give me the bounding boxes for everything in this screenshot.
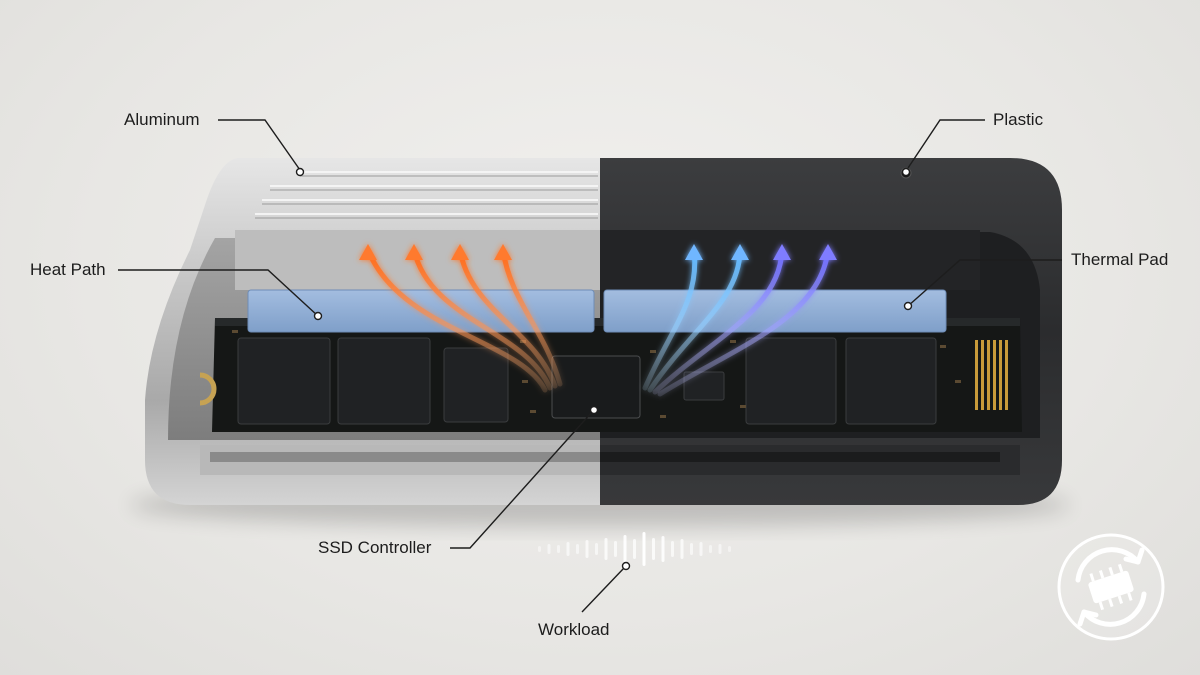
ssd-pcb xyxy=(199,318,1022,432)
heat-arrow-path xyxy=(652,247,785,395)
leader-heat-path xyxy=(118,269,319,317)
waveform-bar xyxy=(604,538,608,560)
nand-chip xyxy=(845,337,937,425)
waveform-bar xyxy=(547,544,551,554)
label-plastic: Plastic xyxy=(993,110,1044,129)
aluminum-fins xyxy=(255,171,598,215)
heat-arrow-head xyxy=(405,244,423,260)
nand-chip xyxy=(337,337,431,425)
waveform-bar xyxy=(595,543,598,555)
waveform-bar xyxy=(680,539,684,559)
heat-arrow-path xyxy=(457,247,558,389)
nand-chip xyxy=(745,337,837,425)
waveform-bar xyxy=(614,541,617,557)
heat-arrow-path xyxy=(365,247,548,393)
label-heat-path: Heat Path xyxy=(30,260,106,279)
waveform-bar xyxy=(623,535,627,563)
heat-arrow-head xyxy=(773,244,791,260)
m2-connector xyxy=(975,340,1008,410)
circular-arrows-chip-icon xyxy=(1057,533,1165,641)
waveform-bar xyxy=(538,546,541,552)
label-aluminum: Aluminum xyxy=(124,110,200,129)
waveform-bar xyxy=(728,546,731,552)
mount-screw xyxy=(199,372,217,406)
heat-path-arrows xyxy=(359,244,837,397)
leader-aluminum xyxy=(218,119,301,171)
leader-plastic xyxy=(907,119,985,169)
waveform-bar xyxy=(557,545,560,553)
waveform-bar xyxy=(633,539,636,559)
waveform-bar xyxy=(718,544,722,554)
heat-arrow-head xyxy=(359,244,377,260)
waveform-bar xyxy=(566,542,570,556)
heat-arrow-path xyxy=(647,247,743,393)
heat-arrow-head xyxy=(819,244,837,260)
nand-chip xyxy=(443,347,509,423)
waveform-bar xyxy=(709,545,712,553)
waveform-bar xyxy=(661,536,665,562)
leader-lines xyxy=(118,119,1062,613)
heat-arrow-path xyxy=(411,247,553,391)
leader-ssd-controller xyxy=(450,411,593,549)
heat-arrow-head xyxy=(451,244,469,260)
leader-workload xyxy=(581,567,625,613)
heat-arrow-head xyxy=(685,244,703,260)
leader-thermal-pad xyxy=(907,259,1062,307)
heat-arrow-path xyxy=(642,247,698,391)
label-ssd-controller: SSD Controller xyxy=(318,538,432,557)
label-thermal-pad: Thermal Pad xyxy=(1071,250,1169,269)
workload-waveform xyxy=(538,532,731,566)
heat-arrow-path xyxy=(657,247,831,397)
waveform-bar xyxy=(699,542,703,556)
waveform-bar xyxy=(576,544,579,554)
label-workload: Workload xyxy=(538,620,610,639)
heat-arrow-head xyxy=(731,244,749,260)
heat-arrow-path xyxy=(500,247,563,387)
waveform-bar xyxy=(642,532,646,566)
heat-arrow-head xyxy=(494,244,512,260)
waveform-bar xyxy=(585,540,589,558)
nand-chip xyxy=(237,337,331,425)
waveform-bar xyxy=(671,541,674,557)
waveform-bar xyxy=(652,538,655,560)
waveform-bar xyxy=(690,543,693,555)
